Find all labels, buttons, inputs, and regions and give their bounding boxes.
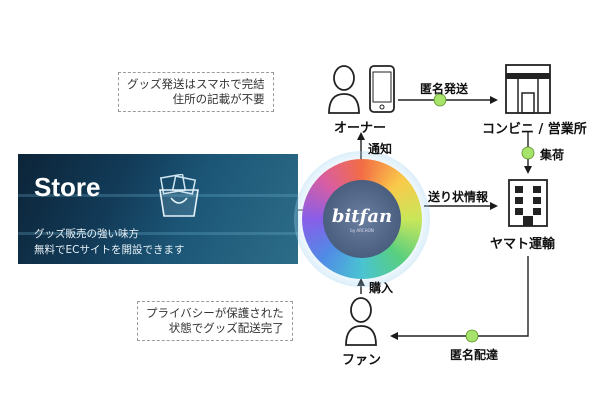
fan-note-line1: プライバシーが保護された (146, 306, 284, 320)
node-fan: ファン (342, 353, 382, 368)
node-yamato: ヤマト運輸 (490, 237, 556, 252)
convenience-store-icon (505, 64, 551, 114)
fan-note-line2: 状態でグッズ配送完了 (168, 321, 284, 335)
owner-person-icon (328, 65, 360, 114)
owner-note: グッズ発送はスマホで完結 住所の記載が不要 (118, 72, 274, 112)
store-title: Store (34, 172, 101, 202)
bitfan-logo-sub: by ARCHON (350, 228, 374, 233)
node-conveni: コンビニ / 営業所 (482, 122, 587, 137)
store-description: 無料でECサイトを開設できます (34, 244, 185, 256)
edge-label-info: 送り状情報 (428, 190, 489, 204)
shopping-bag-icon (159, 174, 199, 217)
store-tagline: グッズ販売の強い味方 (34, 228, 139, 240)
fan-note: プライバシーが保護された 状態でグッズ配送完了 (137, 301, 293, 341)
yamato-office-icon (508, 179, 548, 227)
edge-pickup: 集荷 (540, 148, 565, 162)
edge-anon-delivery: 匿名配達 (450, 348, 499, 362)
smartphone-icon (369, 65, 395, 113)
owner-note-line2: 住所の記載が不要 (172, 92, 265, 106)
dot-anon-delivery (465, 329, 479, 343)
bitfan-hub-center (323, 180, 401, 258)
edge-purchase: 購入 (369, 281, 394, 295)
node-owner: オーナー (334, 121, 387, 136)
fan-person-icon (345, 297, 377, 346)
store-banner: Store グッズ販売の強い味方 無料でECサイトを開設できます (18, 154, 298, 264)
arrow-anon-delivery (390, 256, 529, 340)
dot-anon-send (433, 93, 447, 107)
bitfan-logo: bitfan (331, 206, 393, 227)
edge-anon-send: 匿名発送 (420, 82, 469, 96)
dot-pickup (521, 146, 535, 160)
edge-notify: 通知 (368, 142, 393, 156)
owner-note-line1: グッズ発送はスマホで完結 (127, 77, 265, 91)
